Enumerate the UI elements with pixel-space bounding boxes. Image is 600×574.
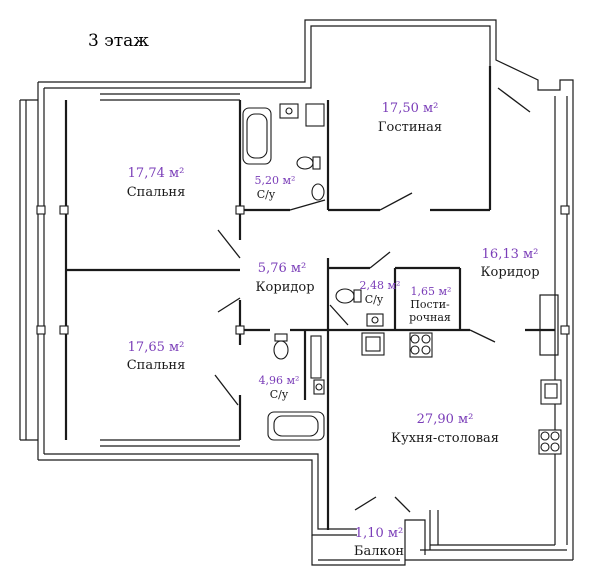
room-area: 2,48 м² xyxy=(360,279,401,292)
room-area: 5,20 м² xyxy=(255,174,296,187)
floor-title: 3 этаж xyxy=(88,31,149,51)
room-area: 5,76 м² xyxy=(258,261,306,276)
room-corridor-1: 5,76 м² Коридор xyxy=(255,261,314,295)
room-balcony: 1,10 м² Балкон xyxy=(354,526,404,559)
room-bath-1: 5,20 м² С/у xyxy=(255,174,296,201)
room-living: 17,50 м² Гостиная xyxy=(378,101,442,135)
room-area: 27,90 м² xyxy=(417,412,474,427)
room-corridor-2: 16,13 м² Коридор xyxy=(480,247,539,280)
room-area: 1,10 м² xyxy=(355,526,403,541)
room-bedroom-1: 17,74 м² Спальня xyxy=(127,166,186,200)
room-name: С/у xyxy=(365,293,384,306)
room-area: 16,13 м² xyxy=(482,247,539,262)
window-markers xyxy=(36,205,570,335)
room-name: С/у xyxy=(257,188,276,201)
kitchen-fixtures xyxy=(361,332,562,455)
room-name: Кухня-столовая xyxy=(391,431,499,446)
room-name: Коридор xyxy=(255,280,314,295)
interior-walls xyxy=(64,66,559,530)
room-name: Спальня xyxy=(127,185,186,200)
room-pantry: 1,65 м² Пости- рочная xyxy=(409,285,451,324)
room-name: Пости- xyxy=(410,298,450,311)
room-bedroom-2: 17,65 м² Спальня xyxy=(127,340,186,373)
doors xyxy=(214,87,531,513)
room-area: 17,74 м² xyxy=(128,166,185,181)
bath2-fixtures xyxy=(335,288,384,327)
room-name: Коридор xyxy=(480,265,539,280)
room-bath-3: 4,96 м² С/у xyxy=(259,374,300,401)
room-name: Спальня xyxy=(127,358,186,373)
room-area: 17,65 м² xyxy=(128,340,185,355)
room-name: С/у xyxy=(270,388,289,401)
room-name: Балкон xyxy=(354,544,404,559)
exterior-walls xyxy=(19,19,574,566)
room-area: 4,96 м² xyxy=(259,374,300,387)
room-name-line-2: рочная xyxy=(409,311,451,324)
room-bath-2: 2,48 м² С/у xyxy=(360,279,401,306)
room-name: Гостиная xyxy=(378,120,442,135)
bath3-fixtures xyxy=(267,333,325,441)
bath1-fixtures xyxy=(242,103,325,201)
room-kitchen: 27,90 м² Кухня-столовая xyxy=(391,412,499,446)
room-area: 17,50 м² xyxy=(382,101,439,116)
room-area: 1,65 м² xyxy=(411,285,452,298)
